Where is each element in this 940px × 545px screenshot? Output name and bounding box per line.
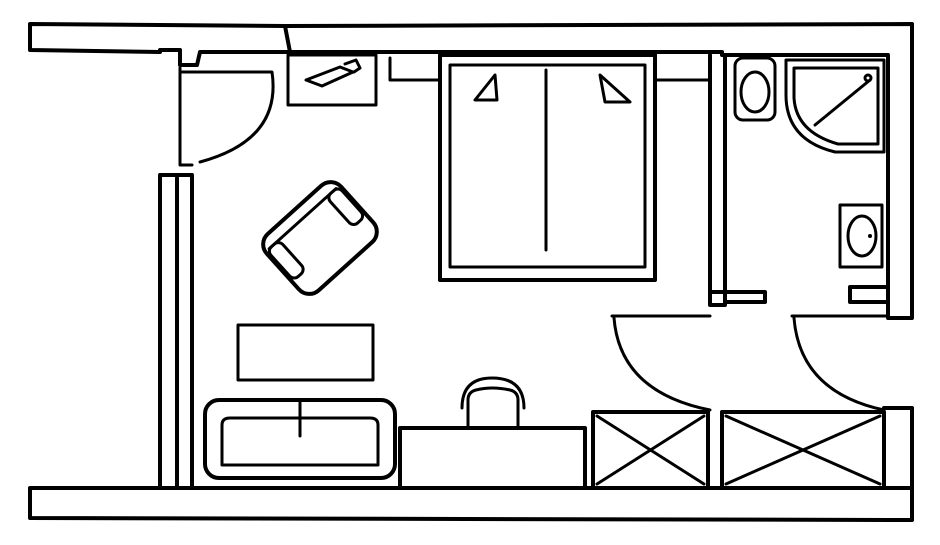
toilet (733, 56, 777, 122)
sofa-seat (220, 416, 380, 467)
armchair-back (267, 187, 338, 251)
washbasin-tap-icon (868, 234, 872, 238)
washbasin-counter (838, 203, 884, 269)
armchair (261, 180, 379, 296)
top-wall-right (283, 22, 914, 320)
bathroom-wall-stub-left (708, 290, 767, 304)
luggage-rack (286, 53, 378, 107)
window-ledge (388, 56, 712, 82)
washbasin (838, 203, 884, 269)
armchair-arm-left (267, 241, 305, 280)
room-door (610, 314, 712, 412)
sofa (203, 398, 397, 480)
wardrobe-right (720, 410, 886, 490)
desk-chair-back (460, 376, 526, 410)
left-wall (158, 173, 194, 490)
walls (28, 22, 914, 522)
corner-shower (784, 58, 886, 154)
shower-tray-inner (792, 66, 880, 146)
wardrobe-right-cross (724, 414, 882, 486)
shower-drain-line (813, 78, 872, 127)
shower-tray (784, 58, 886, 154)
bathroom-door (790, 314, 890, 412)
bed-frame (438, 53, 657, 282)
bathroom (733, 56, 886, 269)
toilet-bowl (739, 70, 771, 114)
desk (398, 426, 587, 490)
luggage-item-icon (304, 58, 362, 88)
shower-head-icon (863, 73, 873, 83)
armchair-arm-right (327, 187, 365, 227)
double-bed (438, 53, 657, 282)
entrance-door-swing-arc (180, 70, 275, 164)
room-door-swing-left (612, 316, 712, 412)
pillow-left (473, 73, 499, 102)
wardrobe-left-cross (595, 414, 706, 486)
bottom-wall (28, 486, 914, 522)
wardrobe-left (591, 410, 710, 490)
toilet-tank (733, 56, 777, 122)
bed-mattress (448, 63, 647, 269)
coffee-table (236, 323, 375, 382)
desk-chair-seat (466, 386, 520, 428)
washbasin-bowl (846, 214, 878, 258)
armchair-body (261, 180, 379, 296)
luggage-rack-table (286, 53, 378, 107)
wardrobes (591, 410, 886, 490)
right-wall-bottom (882, 406, 914, 492)
sofa-body (203, 398, 397, 480)
entrance-door-leaf (178, 66, 194, 167)
pillow-right (598, 73, 632, 104)
desk-area (398, 376, 587, 490)
bathroom-wall-stub-right (848, 285, 890, 304)
top-wall-left (28, 22, 292, 67)
entrance-door (178, 66, 275, 167)
bathroom-wall-vertical (708, 53, 727, 307)
bathroom-door-swing-arc (792, 316, 886, 412)
